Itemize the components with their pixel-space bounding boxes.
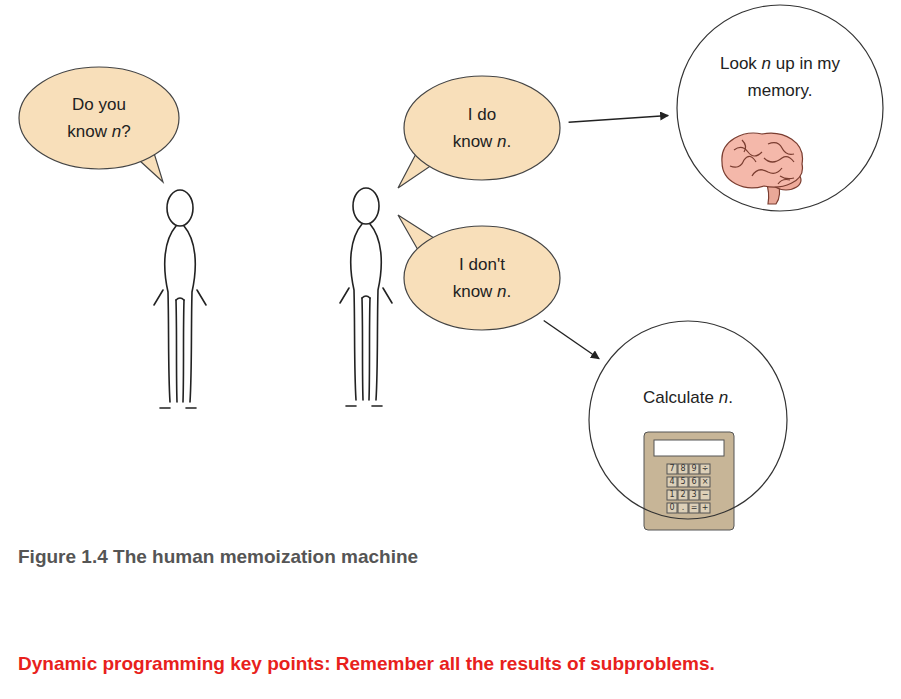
bubble-outline — [18, 66, 180, 170]
circle-outline — [588, 320, 788, 520]
bubble-text: Do you know n? — [59, 91, 139, 145]
arrow-connector — [569, 115, 669, 122]
calculator-key: ÷ — [700, 464, 710, 474]
speech-bubble: Do you know n? — [18, 66, 180, 170]
bubble-outline — [403, 225, 561, 331]
bubble-outline — [403, 75, 561, 181]
calculator-key: . — [678, 503, 688, 513]
speech-bubble: I don't know n. — [403, 225, 561, 331]
bubble-text: Calculate n. — [613, 384, 763, 411]
arrow-connector — [544, 321, 599, 359]
calculator-key: + — [700, 503, 710, 513]
calculator-icon — [644, 432, 734, 530]
bubble-text: Look n up in my memory. — [715, 50, 845, 104]
brain-icon — [722, 133, 803, 204]
calculator-key: 3 — [689, 490, 699, 500]
circle-outline — [676, 4, 884, 212]
calculator-key: 7 — [667, 464, 677, 474]
calculator-key: 1 — [667, 490, 677, 500]
calculator-key: 4 — [667, 477, 677, 487]
calculator-key: × — [700, 477, 710, 487]
calculator-key: 8 — [678, 464, 688, 474]
thought-circle: Calculate n. — [588, 320, 788, 520]
stick-figure — [340, 188, 392, 406]
figure-caption: Figure 1.4 The human memoization machine — [18, 546, 418, 568]
bubble-text: I don't know n. — [448, 251, 516, 305]
speech-bubble: I do know n. — [403, 75, 561, 181]
calculator-key: 2 — [678, 490, 688, 500]
thought-circle: Look n up in my memory. — [676, 4, 884, 212]
bubble-text: I do know n. — [448, 101, 516, 155]
calculator-key: 6 — [689, 477, 699, 487]
stick-figure — [154, 190, 206, 408]
calculator-key: 0 — [667, 503, 677, 513]
calculator-key: 9 — [689, 464, 699, 474]
calculator-key: 5 — [678, 477, 688, 487]
key-point-note: Dynamic programming key points: Remember… — [18, 653, 715, 675]
calculator-key: = — [689, 503, 699, 513]
calculator-key: − — [700, 490, 710, 500]
